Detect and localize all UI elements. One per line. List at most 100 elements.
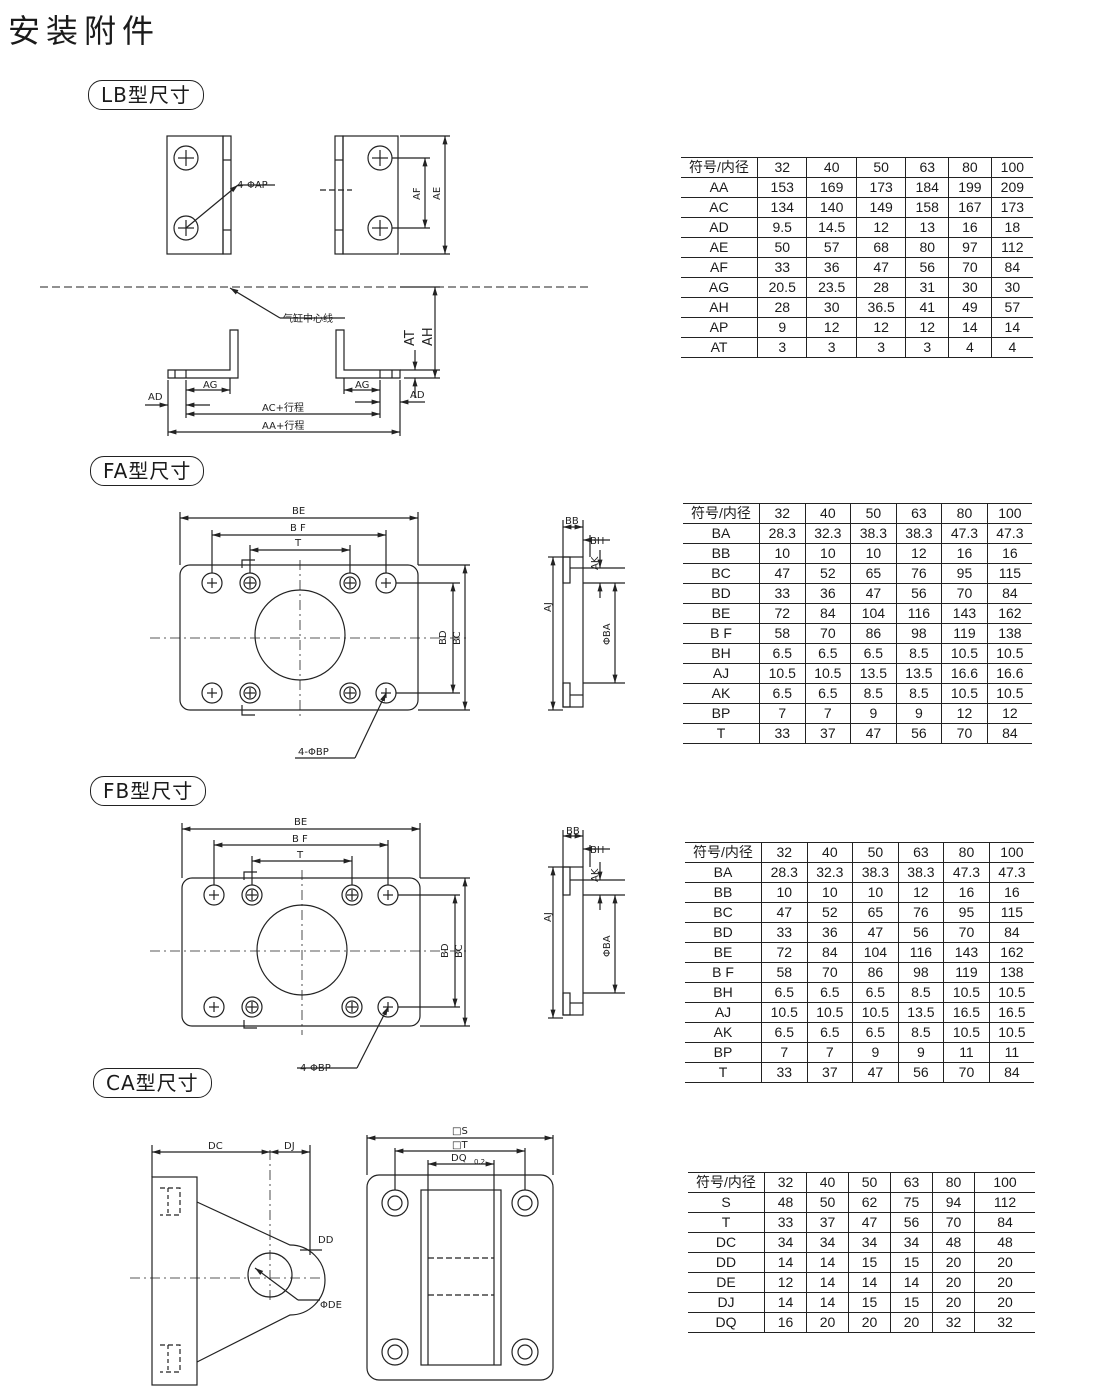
fb-ak-label: AK bbox=[590, 868, 601, 882]
table-cell: 10.5 bbox=[986, 643, 1032, 664]
ca-dq-label: DQ bbox=[451, 1153, 467, 1164]
table-cell: 162 bbox=[986, 603, 1032, 624]
table-cell: 50 bbox=[806, 1192, 849, 1213]
table-cell: 30 bbox=[806, 297, 857, 318]
table-header-cell: 32 bbox=[756, 157, 808, 178]
table-cell: 70 bbox=[941, 723, 988, 744]
table-cell: 70 bbox=[941, 583, 988, 604]
table-header-cell: 100 bbox=[988, 842, 1034, 863]
table-cell: BH bbox=[683, 643, 760, 664]
table-cell: 12 bbox=[895, 543, 943, 564]
fa-ak-label: AK bbox=[590, 556, 601, 570]
table-cell: 32 bbox=[974, 1312, 1035, 1333]
fa-bf-label: B F bbox=[290, 523, 306, 534]
table-header-cell: 40 bbox=[806, 157, 857, 178]
table-cell: 47 bbox=[848, 1212, 891, 1233]
table-cell: 173 bbox=[855, 177, 907, 198]
table-header-cell: 80 bbox=[948, 157, 992, 178]
table-cell: 10.5 bbox=[943, 982, 990, 1003]
table-cell: 15 bbox=[890, 1252, 933, 1273]
table-cell: BD bbox=[683, 583, 760, 604]
table-cell: 56 bbox=[897, 922, 945, 943]
table-cell: 37 bbox=[806, 1062, 854, 1083]
table-header-cell: 50 bbox=[850, 503, 897, 524]
table-cell: BH bbox=[685, 982, 762, 1003]
table-cell: 13.5 bbox=[895, 663, 943, 684]
table-cell: 116 bbox=[897, 942, 945, 963]
table-cell: 52 bbox=[804, 563, 852, 584]
fa-bc-label: BC bbox=[452, 631, 463, 645]
table-cell: 10.5 bbox=[941, 683, 988, 704]
ca-dd-label: DD bbox=[318, 1235, 334, 1246]
table-cell: 6.5 bbox=[806, 1022, 854, 1043]
table-cell: 49 bbox=[948, 297, 992, 318]
ca-dq-tolerance: 0.2 bbox=[474, 1158, 485, 1166]
table-cell: 76 bbox=[897, 902, 945, 923]
table-header-cell: 40 bbox=[804, 503, 852, 524]
table-cell: AG bbox=[681, 277, 758, 298]
table-cell: 36 bbox=[806, 257, 857, 278]
table-cell: 47 bbox=[759, 563, 806, 584]
fa-flange-front bbox=[150, 512, 470, 759]
fb-bc-label: BC bbox=[454, 944, 465, 958]
ca-dj-label: DJ bbox=[284, 1141, 295, 1152]
table-cell: 84 bbox=[990, 257, 1033, 278]
fb-bb-label: BB bbox=[566, 826, 580, 837]
table-cell: 3 bbox=[855, 337, 907, 358]
table-cell: 13.5 bbox=[897, 1002, 945, 1023]
table-cell: 33 bbox=[761, 1062, 808, 1083]
table-header-cell: 符号/内径 bbox=[681, 157, 758, 178]
table-cell: 13.5 bbox=[850, 663, 897, 684]
table-cell: 14 bbox=[890, 1272, 933, 1293]
table-cell: 12 bbox=[855, 217, 907, 238]
table-header-cell: 80 bbox=[941, 503, 988, 524]
table-cell: 57 bbox=[806, 237, 857, 258]
table-cell: AA bbox=[681, 177, 758, 198]
table-cell: 70 bbox=[804, 623, 852, 644]
table-cell: 10 bbox=[804, 543, 852, 564]
table-cell: AJ bbox=[683, 663, 760, 684]
fb-bd-label: BD bbox=[440, 943, 451, 958]
table-cell: 14.5 bbox=[806, 217, 857, 238]
table-cell: 84 bbox=[806, 942, 854, 963]
table-header-cell: 32 bbox=[759, 503, 806, 524]
table-cell: 6.5 bbox=[761, 1022, 808, 1043]
table-cell: BA bbox=[685, 862, 762, 883]
table-cell: DQ bbox=[688, 1312, 765, 1333]
table-cell: 10.5 bbox=[986, 683, 1032, 704]
table-cell: AE bbox=[681, 237, 758, 258]
table-cell: 169 bbox=[806, 177, 857, 198]
table-cell: 56 bbox=[895, 723, 943, 744]
table-cell: 14 bbox=[806, 1272, 849, 1293]
table-header-cell: 80 bbox=[932, 1172, 975, 1193]
table-cell: 20 bbox=[932, 1272, 975, 1293]
table-cell: 28 bbox=[855, 277, 907, 298]
table-cell: 33 bbox=[761, 922, 808, 943]
table-cell: 84 bbox=[804, 603, 852, 624]
table-cell: AJ bbox=[685, 1002, 762, 1023]
table-cell: 8.5 bbox=[895, 643, 943, 664]
table-header-cell: 32 bbox=[761, 842, 808, 863]
table-cell: 47.3 bbox=[941, 523, 988, 544]
table-cell: 65 bbox=[850, 563, 897, 584]
table-cell: 75 bbox=[890, 1192, 933, 1213]
table-cell: 20 bbox=[974, 1272, 1035, 1293]
table-cell: 9 bbox=[756, 317, 808, 338]
table-cell: 6.5 bbox=[806, 982, 854, 1003]
table-cell: S bbox=[688, 1192, 765, 1213]
table-cell: 68 bbox=[855, 237, 907, 258]
table-cell: 12 bbox=[986, 703, 1032, 724]
page-title: 安装附件 bbox=[8, 12, 161, 50]
table-cell: 6.5 bbox=[850, 643, 897, 664]
table-header-cell: 100 bbox=[974, 1172, 1035, 1193]
table-cell: 12 bbox=[905, 317, 950, 338]
table-cell: 76 bbox=[895, 563, 943, 584]
